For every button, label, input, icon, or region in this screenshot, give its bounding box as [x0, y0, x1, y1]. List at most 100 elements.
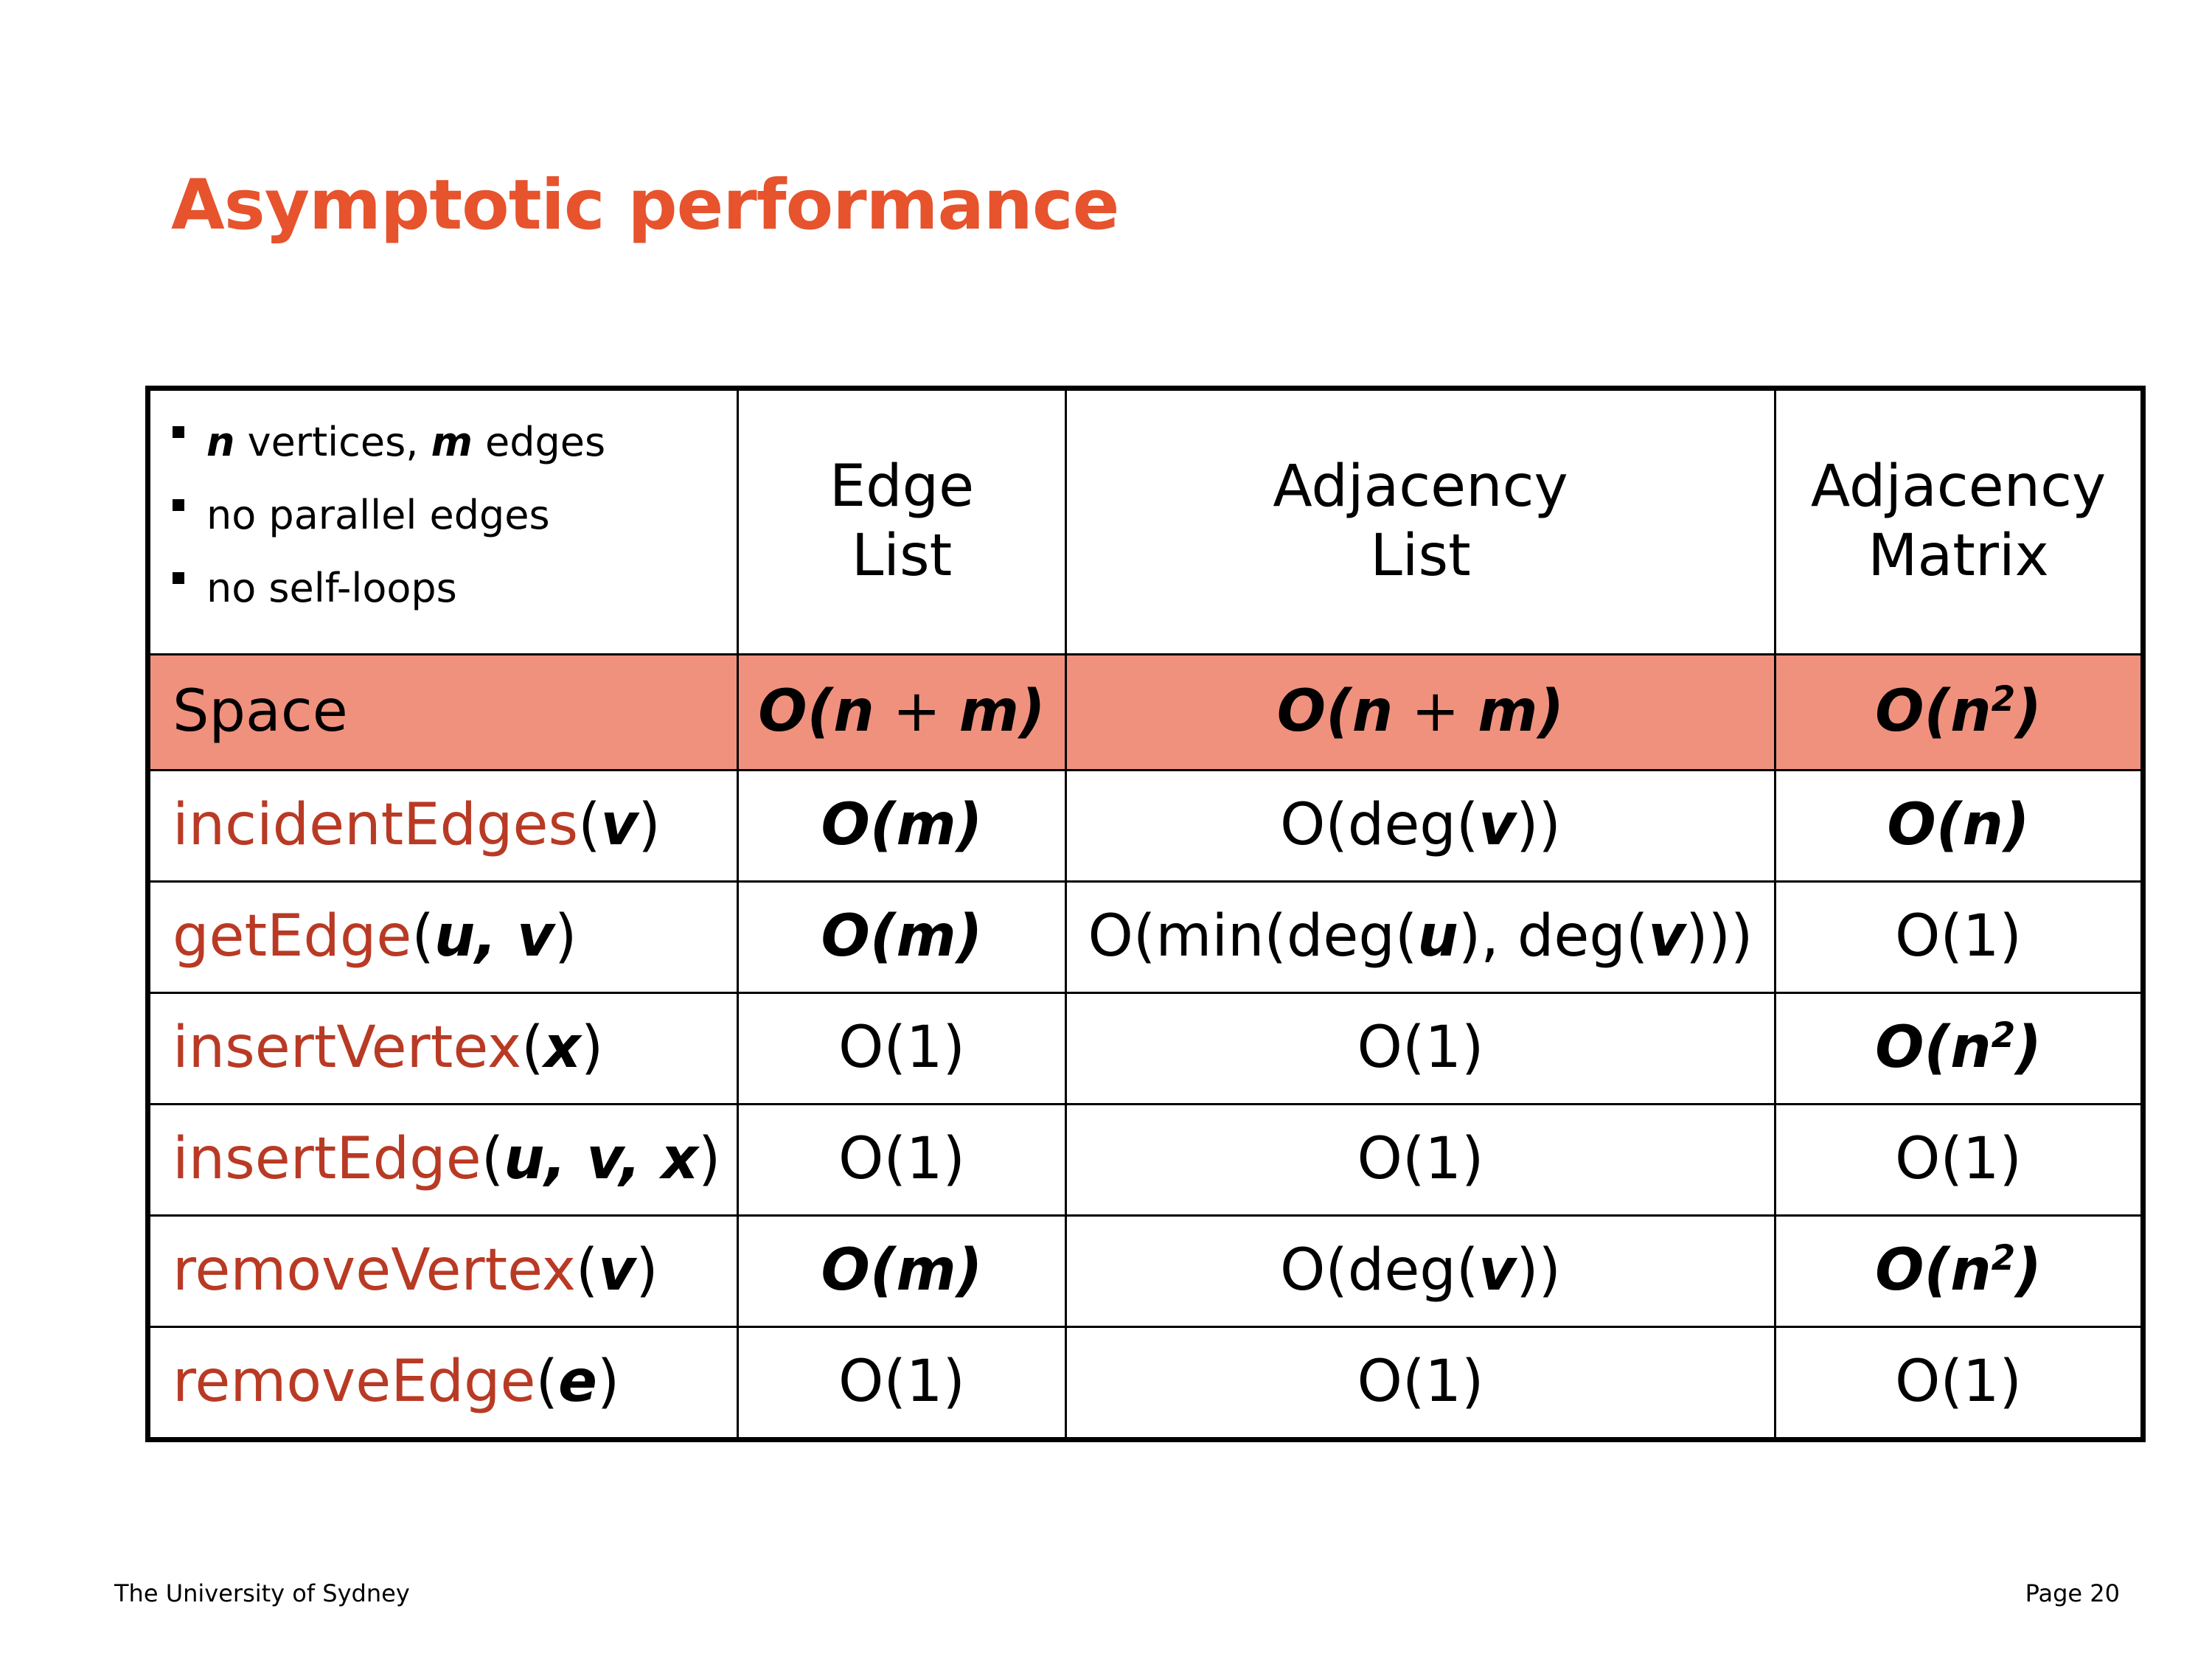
assumption-text: no parallel edges	[206, 495, 550, 535]
complexity-cell: O(1)	[1774, 880, 2144, 994]
operation-label: insertEdge(u, v, x)	[147, 1103, 739, 1217]
text-segment: O(m)	[821, 903, 983, 970]
space-label: Space	[147, 653, 739, 771]
operation-label: removeVertex(v)	[147, 1214, 739, 1328]
text-segment: edges	[472, 418, 606, 465]
column-header-line: List	[1370, 523, 1471, 589]
text-segment: O(1)	[1357, 1126, 1484, 1193]
assumption-item: no parallel edges	[173, 495, 737, 535]
text-segment: v	[1478, 1237, 1517, 1304]
column-header-line: Adjacency	[1273, 453, 1568, 521]
operation-name: incidentEdges	[173, 792, 579, 859]
complexity-cell: O(1)	[737, 1326, 1067, 1441]
text-segment: 2	[1991, 680, 2016, 720]
complexity-cell: O(n)	[1774, 769, 2144, 883]
text-segment: 2	[1991, 1016, 2016, 1057]
text-segment: O(min(deg(	[1088, 903, 1418, 970]
text-segment: (	[411, 903, 434, 970]
assumption-text: n vertices, m edges	[206, 422, 605, 462]
text-segment: no self-loops	[206, 564, 457, 611]
text-segment: )	[580, 1015, 604, 1082]
footer-university: The University of Sydney	[114, 1579, 410, 1607]
operation-label: getEdge(u, v)	[147, 880, 739, 994]
assumption-text: no self-loops	[206, 568, 457, 608]
text-segment: vertices,	[234, 418, 431, 465]
text-segment: )	[2015, 1237, 2042, 1304]
space-row: Space O(n + m) O(n + m) O(n2)	[147, 653, 2144, 771]
operation-row: getEdge(u, v)O(m)O(min(deg(u), deg(v)))O…	[147, 880, 2144, 994]
text-segment: (	[535, 1349, 558, 1416]
text-segment: (	[578, 792, 601, 859]
text-segment: +	[1393, 678, 1478, 745]
text-segment: O(1)	[1895, 1126, 2022, 1193]
complexity-cell: O(n2)	[1774, 992, 2144, 1105]
assumption-item: no self-loops	[173, 568, 737, 608]
text-segment: (	[575, 1237, 599, 1304]
column-header-line: Edge	[829, 453, 975, 521]
text-segment: ), deg(	[1458, 903, 1649, 970]
text-segment: m	[431, 418, 473, 465]
column-header-line: List	[851, 523, 953, 589]
text-segment: +	[874, 678, 959, 745]
complexity-cell: O(m)	[737, 1214, 1067, 1328]
text-segment: O(	[1875, 1237, 1951, 1304]
text-segment: )	[2015, 1015, 2042, 1082]
text-segment: u, v	[434, 903, 554, 970]
text-segment: O(	[758, 678, 834, 745]
text-segment: )	[1537, 678, 1565, 745]
text-segment: O(1)	[838, 1126, 965, 1193]
text-segment: )))	[1686, 903, 1753, 970]
complexity-cell: O(1)	[1065, 992, 1776, 1105]
column-header-adjacency-matrix: Adjacency Matrix	[1774, 387, 2144, 655]
text-segment: m	[1478, 678, 1538, 745]
complexity-cell: O(1)	[1065, 1326, 1776, 1441]
bullet-icon	[173, 571, 184, 584]
text-segment: O(1)	[838, 1015, 965, 1082]
operation-row: removeEdge(e)O(1)O(1)O(1)	[147, 1326, 2144, 1441]
operation-name: getEdge	[173, 903, 412, 970]
bullet-icon	[173, 498, 184, 511]
complexity-cell: O(m)	[737, 880, 1067, 994]
performance-table: n vertices, m edges no parallel edges no…	[145, 386, 2146, 1442]
text-segment: n	[833, 678, 874, 745]
text-segment: n	[1950, 1015, 1992, 1082]
operation-label: removeEdge(e)	[147, 1326, 739, 1441]
text-segment: O(	[1875, 1015, 1951, 1082]
text-segment: O(1)	[1895, 903, 2022, 970]
text-segment: O(m)	[821, 792, 983, 859]
text-segment: O(deg(	[1279, 792, 1479, 859]
text-segment: )	[636, 1237, 658, 1304]
text-segment: n	[206, 418, 235, 465]
text-segment: O(deg(	[1279, 1237, 1479, 1304]
text-segment: O(n)	[1887, 792, 2030, 859]
text-segment: O(1)	[1357, 1349, 1484, 1416]
text-segment: )	[1019, 678, 1046, 745]
complexity-cell: O(n2)	[1774, 653, 2144, 771]
text-segment: v	[1478, 792, 1517, 859]
text-segment: v	[598, 1237, 636, 1304]
operation-row: incidentEdges(v)O(m)O(deg(v))O(n)	[147, 769, 2144, 883]
operation-name: insertEdge	[173, 1126, 481, 1193]
text-segment: x	[543, 1015, 581, 1082]
text-segment: ))	[1516, 792, 1561, 859]
text-segment: no parallel edges	[206, 491, 550, 538]
operation-row: insertEdge(u, v, x) O(1) O(1) O(1)	[147, 1103, 2144, 1217]
operation-name: removeEdge	[173, 1349, 536, 1416]
text-segment: O(	[1875, 678, 1951, 745]
footer-page-number: Page 20	[2025, 1579, 2120, 1607]
header-row: n vertices, m edges no parallel edges no…	[147, 387, 2144, 655]
complexity-cell: O(1)	[737, 1103, 1067, 1217]
text-segment: O(1)	[1357, 1015, 1484, 1082]
text-segment: (	[481, 1126, 504, 1193]
text-segment: n	[1352, 678, 1394, 745]
bullet-icon	[173, 425, 184, 438]
text-segment: v	[1648, 903, 1686, 970]
text-segment: )	[2015, 678, 2042, 745]
operation-name: removeVertex	[173, 1237, 576, 1304]
text-segment: m	[959, 678, 1020, 745]
complexity-cell: O(m)	[737, 769, 1067, 883]
text-segment: O(m)	[821, 1237, 983, 1304]
slide-title: Asymptotic performance	[171, 165, 1119, 246]
text-segment: v	[600, 792, 639, 859]
text-segment: (	[521, 1015, 544, 1082]
